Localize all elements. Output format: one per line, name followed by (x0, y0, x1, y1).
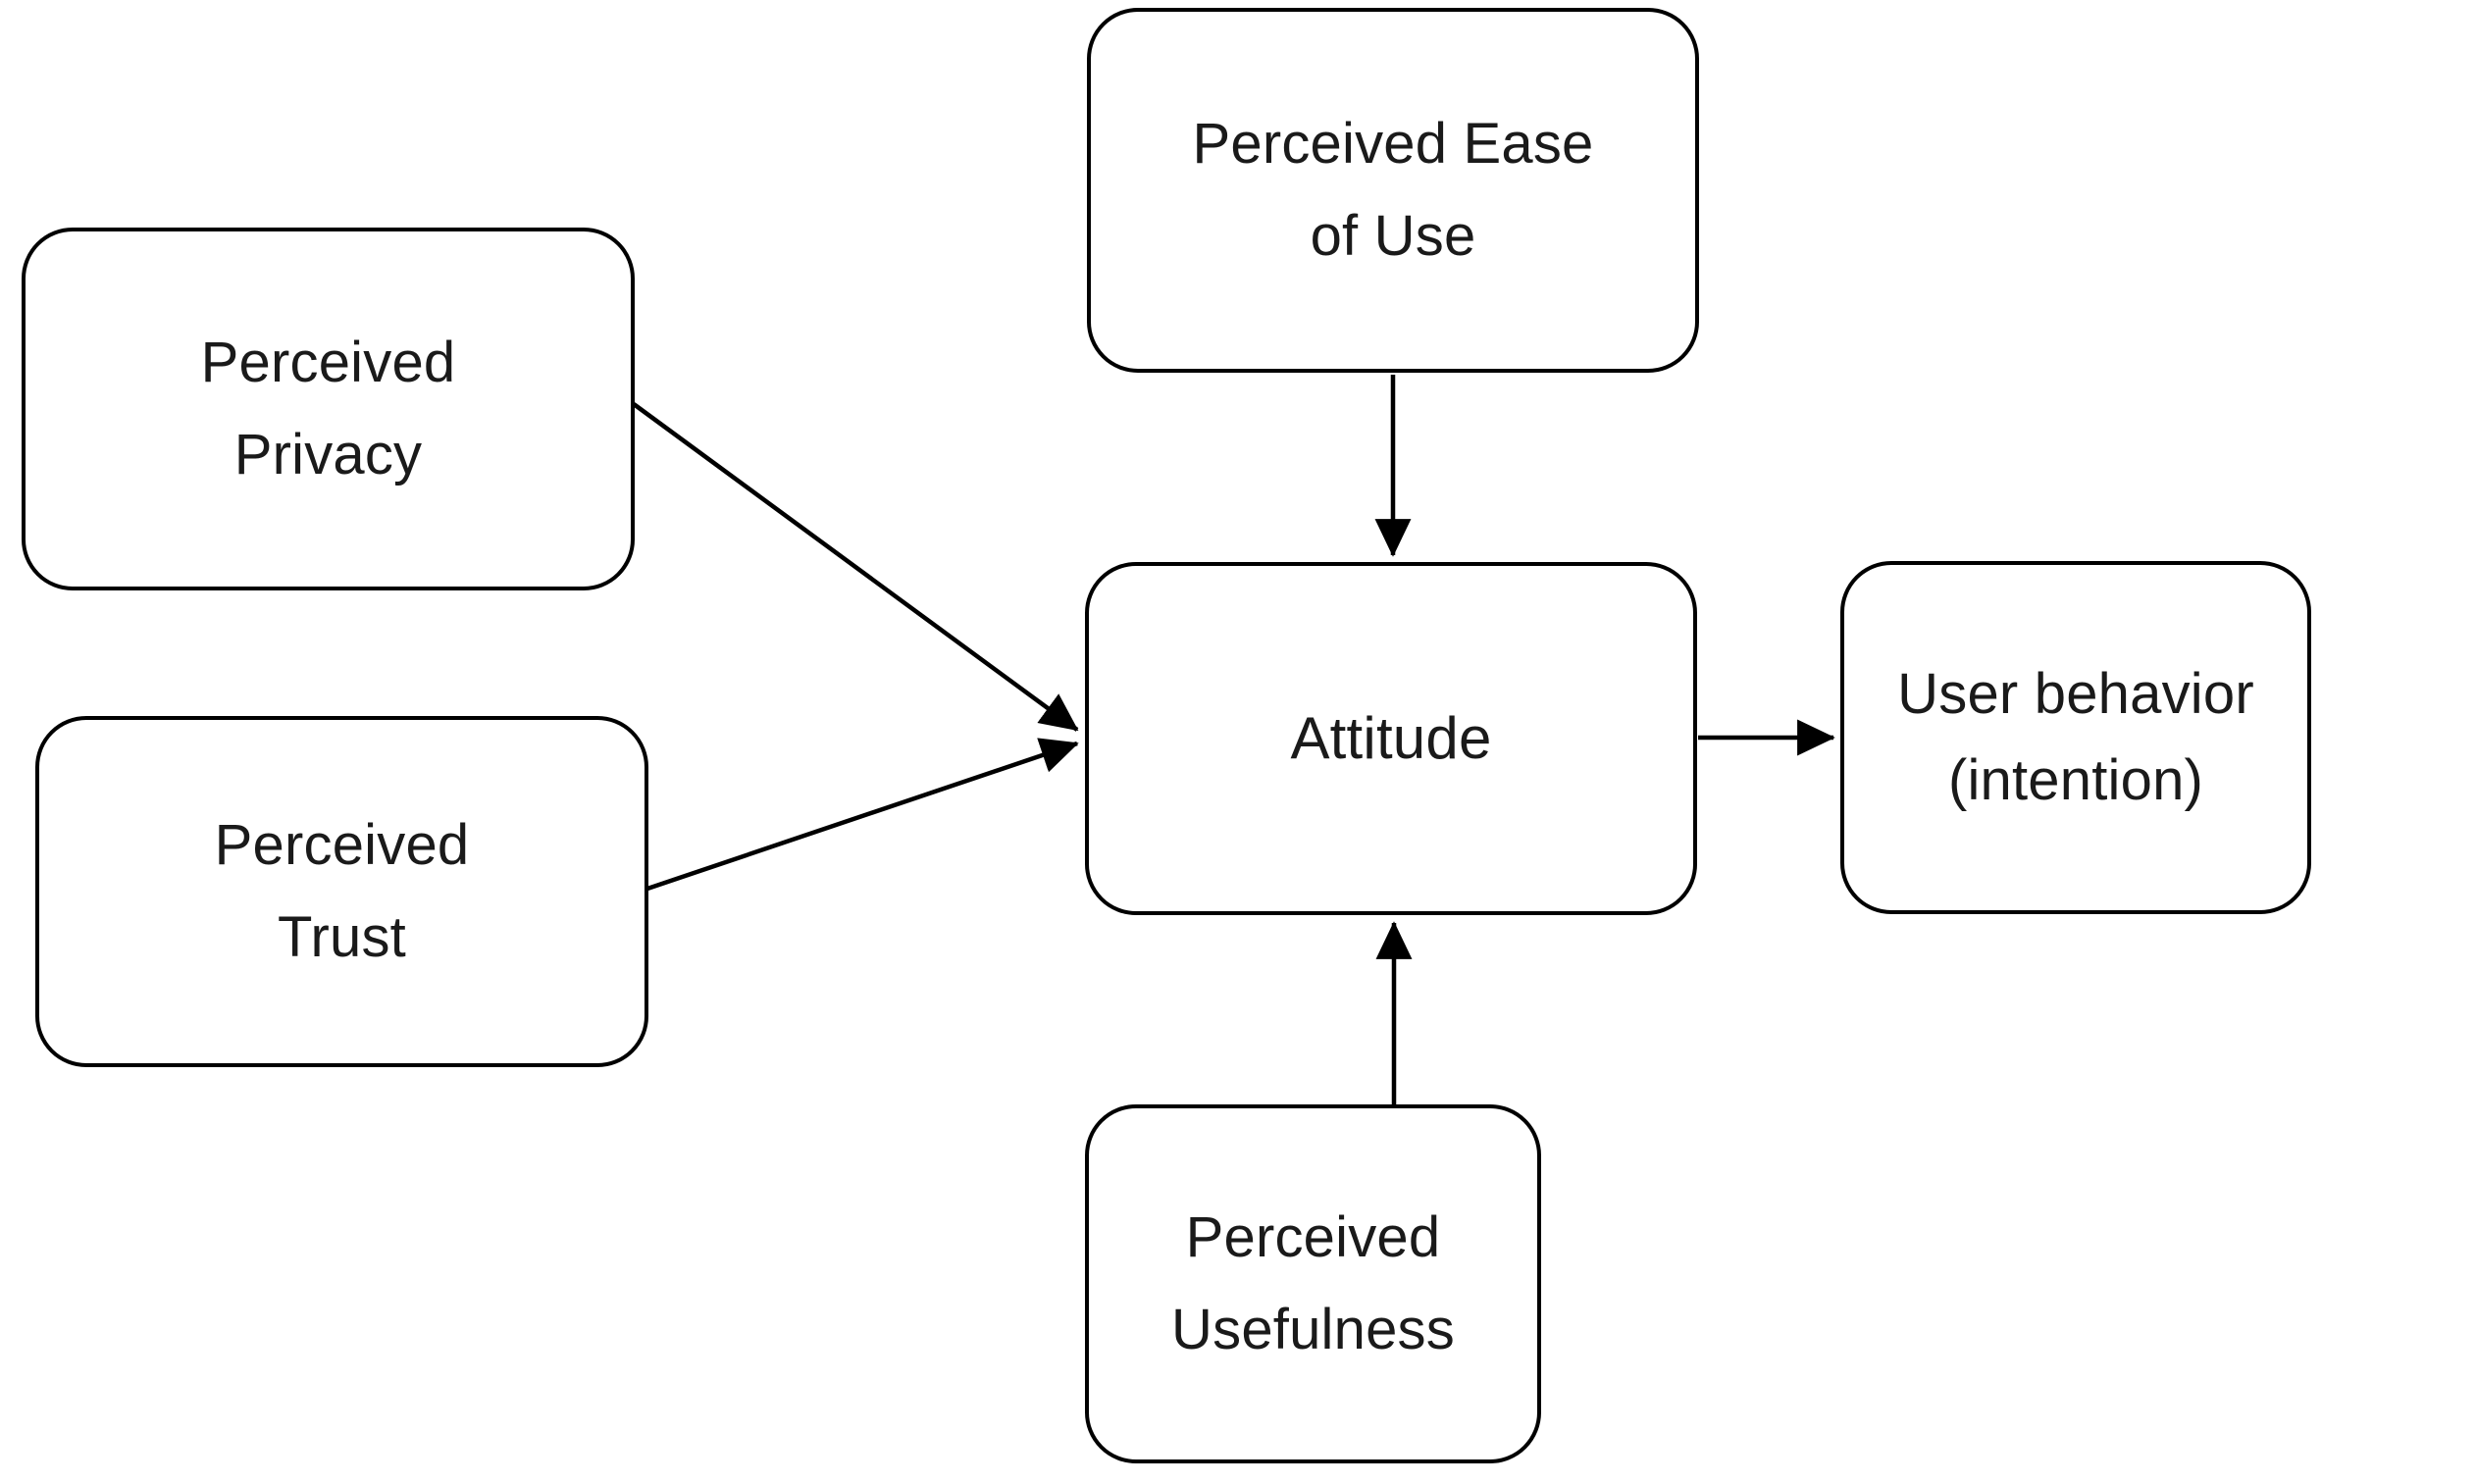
node-perceived-trust[interactable]: Perceived Trust (35, 716, 648, 1067)
node-user-behavior-label: User behavior (intention) (1897, 661, 2254, 812)
edge-trust-to-attitude (646, 738, 1079, 892)
node-perceived-ease-of-use-label: Perceived Ease of Use (1192, 112, 1594, 268)
node-perceived-trust-label: Perceived Trust (214, 813, 470, 969)
node-user-behavior[interactable]: User behavior (intention) (1840, 561, 2311, 914)
node-perceived-usefulness[interactable]: Perceived Usefulness (1085, 1104, 1541, 1463)
node-attitude-label: Attitude (1290, 705, 1492, 772)
node-perceived-privacy-label: Perceived Privacy (200, 331, 456, 486)
node-attitude[interactable]: Attitude (1085, 562, 1697, 915)
node-perceived-usefulness-label: Perceived Usefulness (1171, 1205, 1455, 1361)
edge-privacy-to-attitude (632, 402, 1079, 732)
node-perceived-privacy[interactable]: Perceived Privacy (22, 228, 635, 590)
node-perceived-ease-of-use[interactable]: Perceived Ease of Use (1087, 8, 1699, 373)
